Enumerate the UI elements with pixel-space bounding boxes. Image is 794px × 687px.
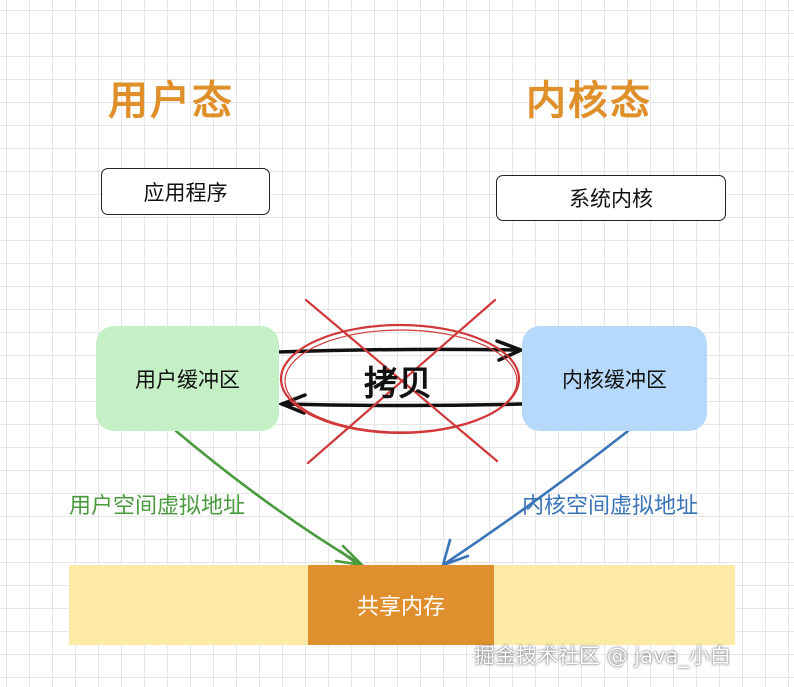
arrow-left-icon [277, 393, 525, 415]
user-buffer-label: 用户缓冲区 [135, 367, 240, 392]
kernel-buffer-label: 内核缓冲区 [562, 367, 667, 392]
system-kernel-box: 系统内核 [496, 175, 726, 221]
kernel-mode-title: 内核态 [526, 78, 652, 124]
application-box: 应用程序 [101, 168, 270, 215]
system-kernel-label: 系统内核 [569, 187, 653, 211]
arrow-right-icon [276, 339, 526, 362]
application-label: 应用程序 [143, 180, 228, 205]
watermark: 掘金技术社区 @ java_小白 [474, 644, 731, 668]
copy-label: 拷贝 [364, 364, 432, 404]
shared-memory-label: 共享内存 [356, 595, 445, 620]
user-buffer: 用户缓冲区 [96, 326, 279, 431]
kernel-virtual-address-label: 内核空间虚拟地址 [522, 494, 699, 519]
user-virtual-address-label: 用户空间虚拟地址 [69, 494, 246, 519]
user-mode-title: 用户态 [108, 78, 234, 124]
kernel-buffer: 内核缓冲区 [522, 326, 707, 431]
shared-memory-block: 共享内存 [308, 565, 494, 645]
cross-out-icon [279, 298, 521, 465]
